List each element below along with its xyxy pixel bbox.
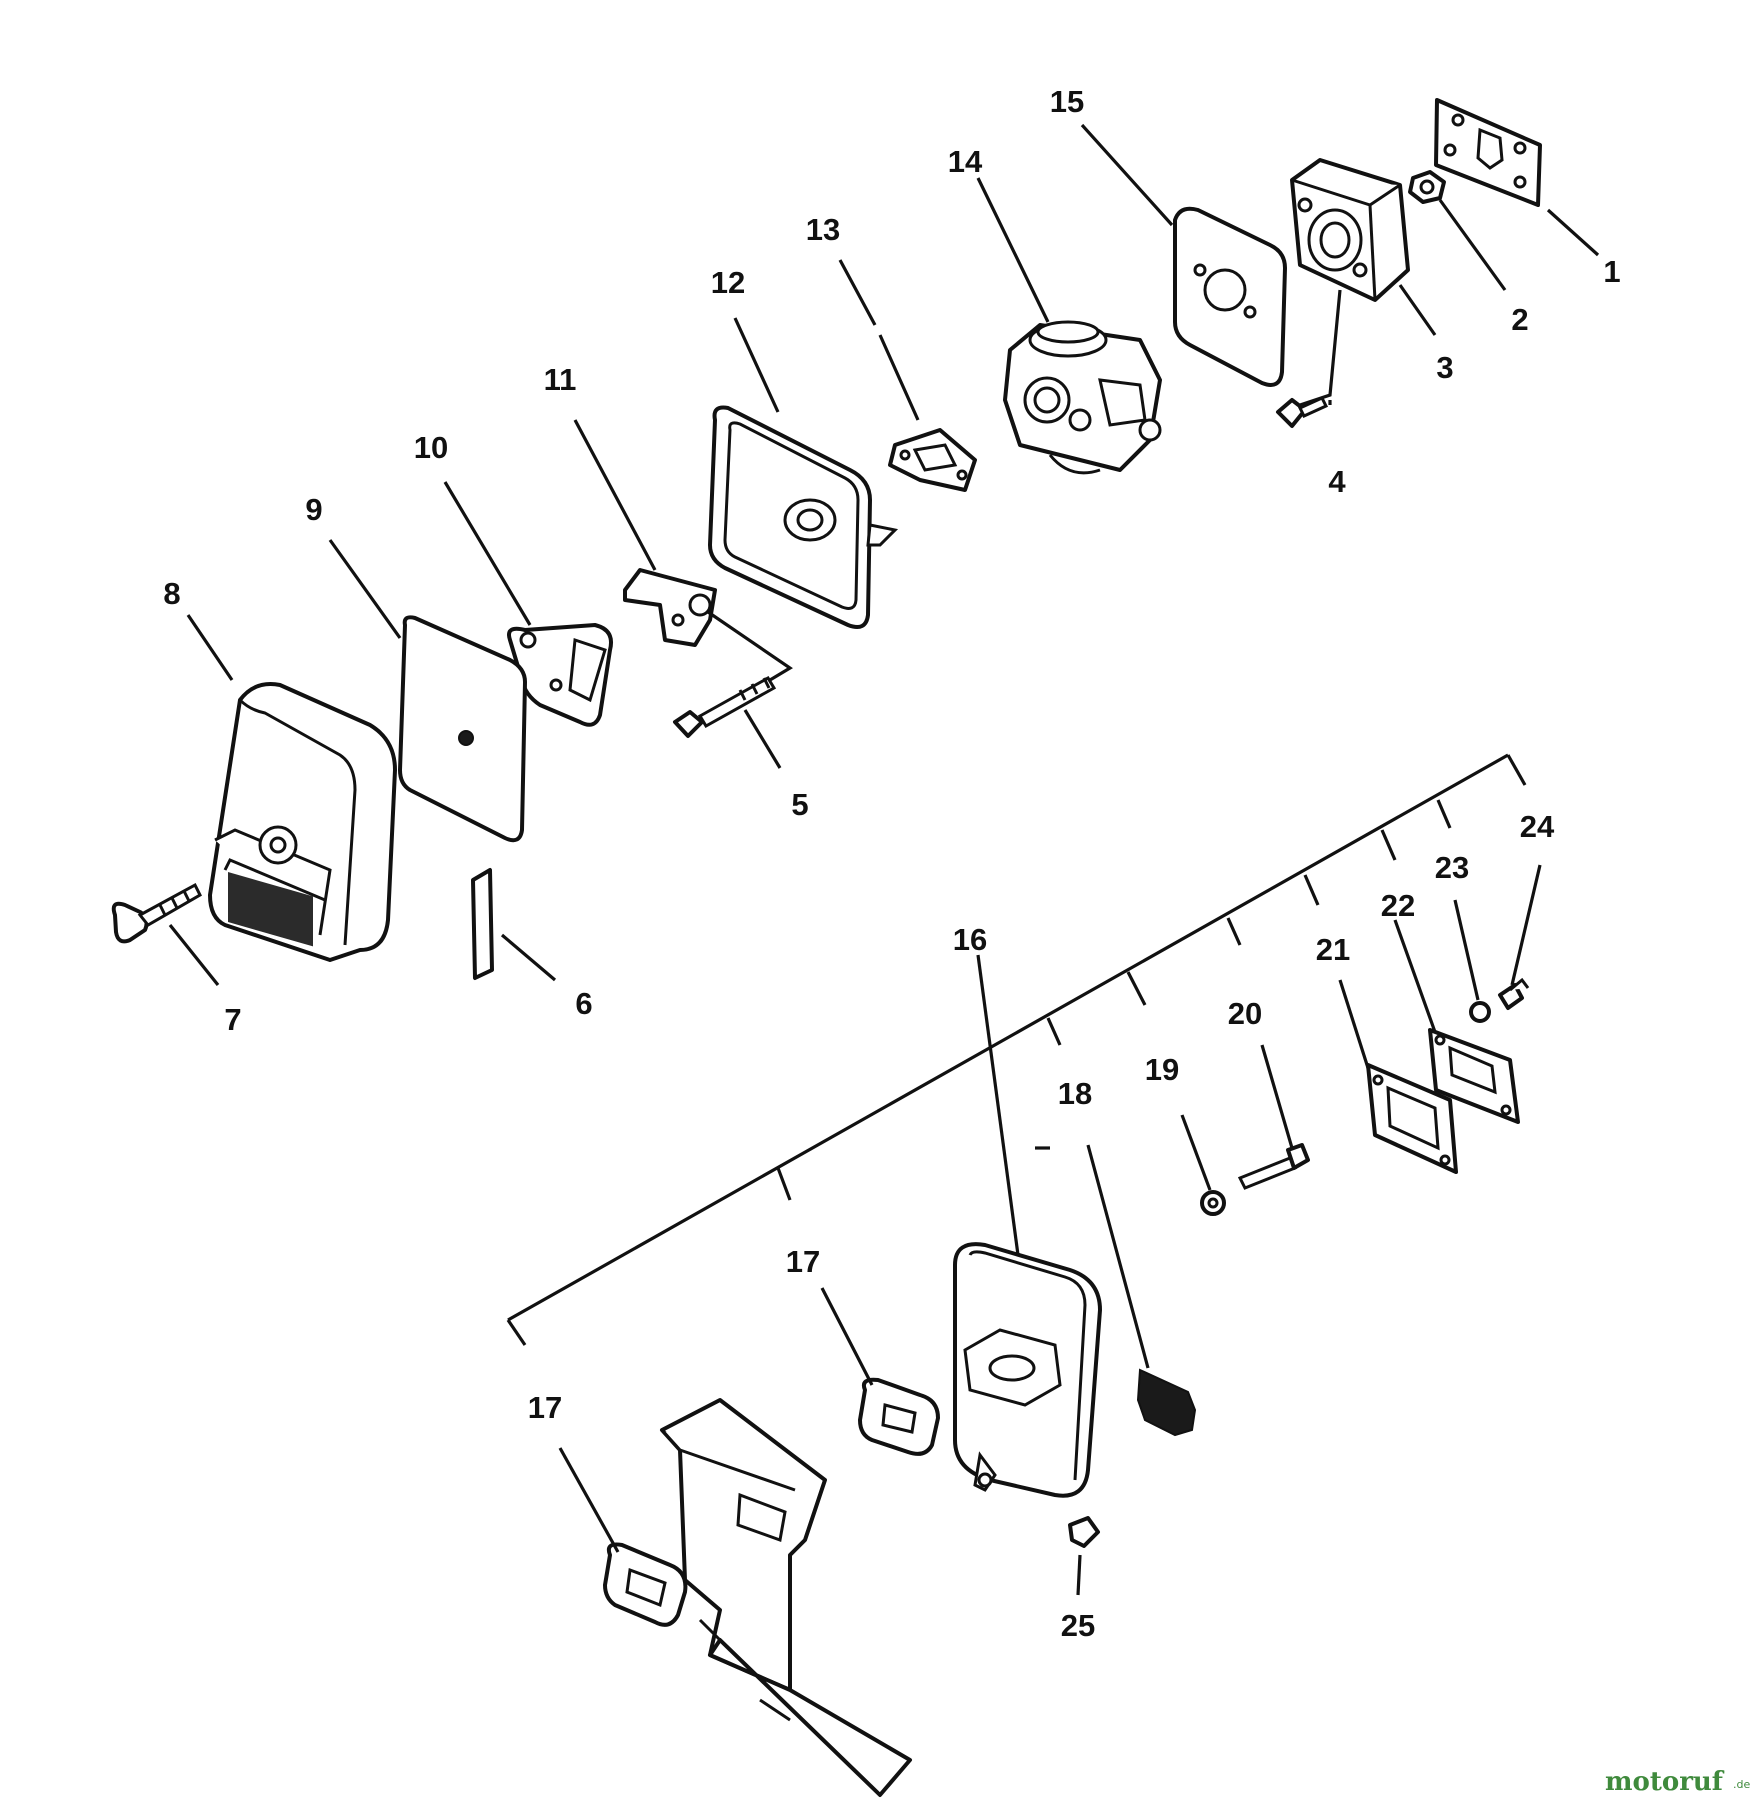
part-12-air-cleaner-base	[708, 405, 899, 629]
group-bracket-tick-17	[506, 1319, 527, 1346]
label-part-22: 22	[1381, 888, 1415, 923]
label-part-20: 20	[1228, 996, 1262, 1031]
label-part-12: 12	[711, 265, 745, 300]
label-part-2: 2	[1511, 302, 1528, 337]
part-4-screw	[1276, 396, 1329, 428]
part-10-choke	[507, 623, 613, 727]
part-14-carburetor	[1003, 320, 1162, 475]
label-part-11: 11	[544, 362, 577, 397]
label-part-4: 4	[1328, 464, 1346, 499]
label-part-9: 9	[305, 492, 322, 527]
label-part-25: 25	[1061, 1608, 1095, 1643]
part-5-bolt	[673, 675, 777, 738]
label-part-19: 19	[1145, 1052, 1179, 1087]
label-part-7: 7	[224, 1002, 241, 1037]
part-labels: 1 2 3 4 5 6 7 8 9 10 11 12 13 14 15 16 1…	[163, 84, 1620, 1643]
watermark-suffix: .de	[1733, 1778, 1750, 1791]
part-7-wing-screw	[111, 882, 202, 944]
part-24-screw	[1498, 977, 1530, 1010]
label-part-10: 10	[414, 430, 448, 465]
group-bracket-line	[507, 753, 1509, 1322]
label-part-16: 16	[953, 922, 987, 957]
motoruf-watermark: motoruf .de	[1605, 1767, 1750, 1797]
part-3-insulator	[1290, 158, 1410, 302]
part-8-cover	[208, 682, 397, 962]
part-17-gasket-lower	[603, 1542, 688, 1627]
part-11-bracket	[623, 568, 717, 647]
watermark-name: motoruf	[1605, 1767, 1725, 1797]
part-9-air-filter	[398, 615, 527, 843]
part-2-nut	[1408, 170, 1446, 204]
label-part-21: 21	[1316, 932, 1350, 967]
part-15-gasket	[1173, 206, 1287, 387]
label-part-24: 24	[1520, 809, 1555, 844]
part-6-strip	[471, 868, 494, 980]
part-22-plate	[1428, 1028, 1520, 1124]
assembly-line-3-4	[1299, 289, 1342, 407]
part-25-screw	[1068, 1516, 1100, 1548]
label-part-1: 1	[1603, 254, 1620, 289]
part-23-washer	[1469, 1001, 1491, 1023]
label-part-13: 13	[806, 212, 840, 247]
label-part-17-upper: 17	[786, 1244, 820, 1279]
heat-shield	[660, 1398, 912, 1797]
part-20-bolt	[1237, 1143, 1310, 1190]
leader-lines	[168, 123, 1600, 1596]
group-bracket-tick-24	[1506, 754, 1527, 786]
label-part-14: 14	[948, 144, 983, 179]
part-13-gasket	[888, 428, 977, 492]
label-part-23: 23	[1435, 850, 1469, 885]
part-21-gasket	[1366, 1063, 1458, 1174]
label-part-8: 8	[163, 576, 180, 611]
label-part-17-lower: 17	[528, 1390, 562, 1425]
group-bracket-ticks	[776, 799, 1452, 1201]
label-part-3: 3	[1436, 350, 1453, 385]
label-part-5: 5	[791, 787, 808, 822]
part-19-washer	[1200, 1190, 1226, 1216]
assembly-line-5	[707, 610, 793, 682]
label-part-15: 15	[1050, 84, 1084, 119]
part-16-muffler	[953, 1242, 1102, 1498]
part-1-gasket	[1434, 98, 1542, 207]
part-18-screen	[1136, 1368, 1197, 1437]
label-part-6: 6	[575, 986, 592, 1021]
part-17-gasket-upper	[858, 1377, 940, 1456]
label-part-18: 18	[1058, 1076, 1092, 1111]
